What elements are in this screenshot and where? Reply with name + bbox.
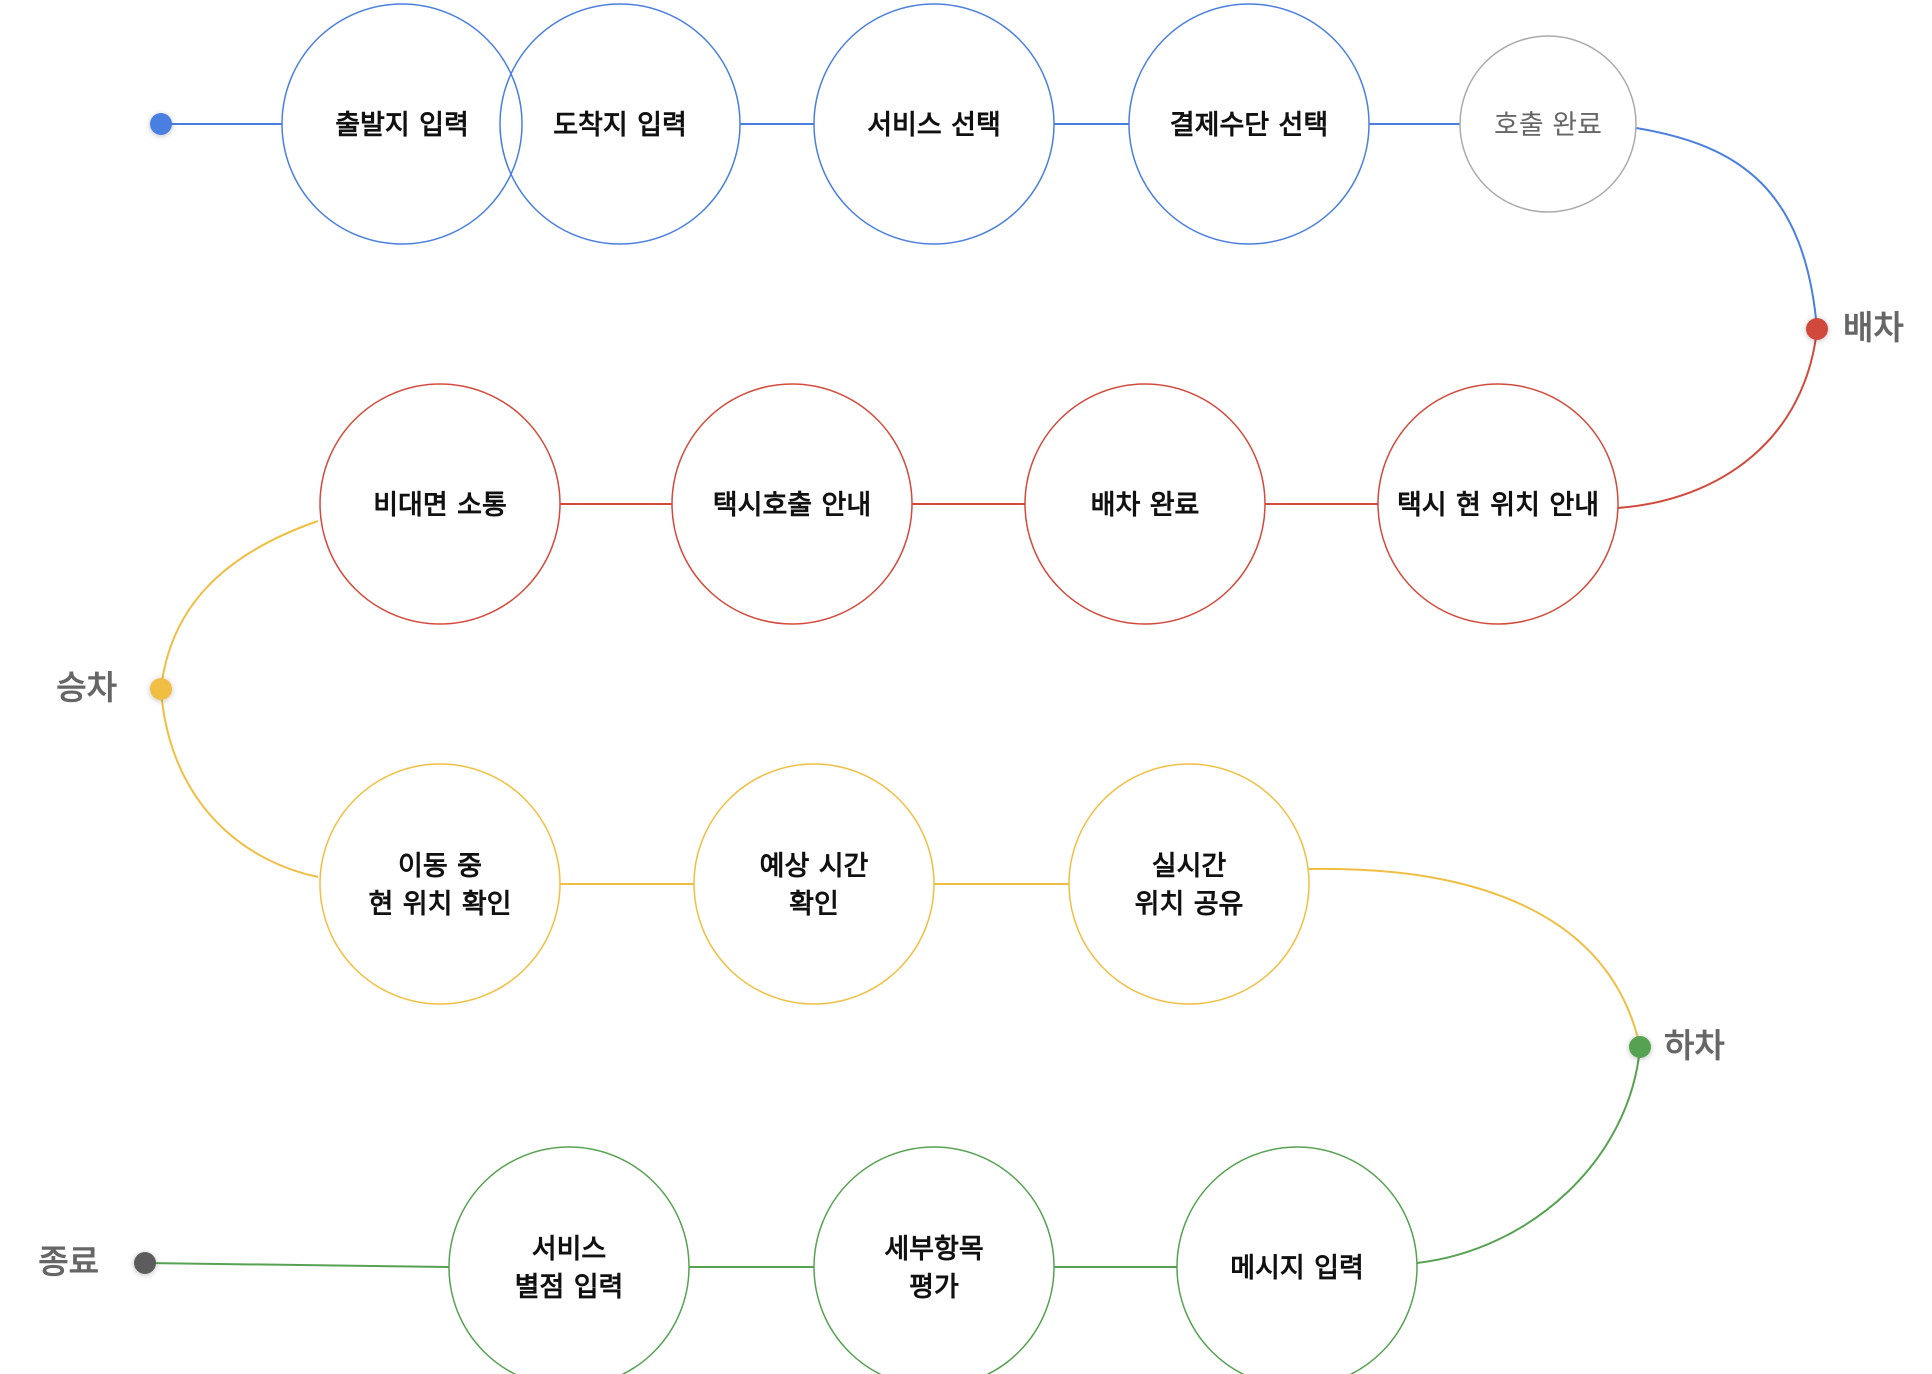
boarding-dot — [150, 678, 172, 700]
step-circle — [1377, 383, 1619, 625]
dispatch-dot — [1806, 318, 1828, 340]
step-circles — [281, 3, 1637, 1374]
step-circle — [671, 383, 913, 625]
step-label: 택시호출 안내 — [713, 490, 871, 521]
stage-label-dispatch: 배차 — [1843, 308, 1904, 347]
step-label-line: 이동 중 — [398, 851, 482, 882]
connector-curve-alighting — [1308, 867, 1641, 1048]
step-label: 택시 현 위치 안내 — [1397, 490, 1599, 521]
connectors — [144, 123, 1818, 1268]
step-label-line: 배차 완료 — [1091, 490, 1200, 521]
step-circle — [1068, 763, 1310, 1005]
connector-curve-dispatch-return — [1617, 328, 1818, 509]
step-label: 배차 완료 — [1091, 490, 1200, 521]
stage-dots — [134, 113, 1828, 1274]
step-circle — [281, 3, 523, 245]
end-dot — [134, 1252, 156, 1274]
step-label-line: 실시간 — [1152, 851, 1227, 882]
step-circle — [813, 1146, 1055, 1374]
step-circle — [448, 1146, 690, 1374]
step-label: 결제수단 선택 — [1170, 110, 1328, 141]
step-circle — [499, 3, 741, 245]
step-circle — [1024, 383, 1266, 625]
step-circle — [693, 763, 935, 1005]
step-label-line: 서비스 선택 — [867, 110, 1001, 141]
step-label-line: 현 위치 확인 — [369, 889, 512, 920]
step-label: 출발지 입력 — [335, 110, 469, 141]
stage-label-alighting: 하차 — [1664, 1026, 1725, 1065]
step-label-line: 택시 현 위치 안내 — [1397, 490, 1599, 521]
step-label: 비대면 소통 — [373, 490, 507, 521]
alighting-dot — [1629, 1036, 1651, 1058]
step-label-line: 호출 완료 — [1494, 110, 1602, 141]
step-circle — [319, 383, 561, 625]
step-label: 도착지 입력 — [553, 110, 687, 141]
step-label-line: 별점 입력 — [515, 1272, 624, 1303]
step-label-line: 확인 — [789, 889, 839, 920]
step-circle — [1176, 1146, 1418, 1374]
step-label-line: 위치 공유 — [1135, 889, 1244, 920]
step-label: 메시지 입력 — [1230, 1253, 1364, 1284]
stage-label-boarding: 승차 — [56, 668, 117, 707]
connector-curve-alighting-return — [1416, 1046, 1641, 1264]
step-circle — [1459, 35, 1637, 213]
connector-curve-boarding — [160, 520, 319, 690]
connector-curve-boarding-return — [160, 688, 319, 878]
step-label-line: 택시호출 안내 — [713, 490, 871, 521]
step-label-line: 비대면 소통 — [373, 490, 507, 521]
step-label-line: 평가 — [909, 1272, 959, 1303]
step-label-line: 세부항목 — [884, 1234, 983, 1265]
step-label: 호출 완료 — [1494, 110, 1602, 141]
step-label-line: 결제수단 선택 — [1170, 110, 1328, 141]
step-label-line: 예상 시간 — [760, 851, 869, 882]
step-label-line: 메시지 입력 — [1230, 1253, 1364, 1284]
connector-end — [144, 1262, 450, 1268]
step-label-line: 서비스 — [532, 1234, 607, 1265]
step-circle — [1128, 3, 1370, 245]
step-label-line: 출발지 입력 — [335, 110, 469, 141]
step-circle — [319, 763, 561, 1005]
stage-label-end: 종료 — [38, 1242, 99, 1281]
step-label: 서비스 선택 — [867, 110, 1001, 141]
connector-curve-dispatch — [1635, 127, 1818, 330]
step-label-line: 도착지 입력 — [553, 110, 687, 141]
step-circle — [813, 3, 1055, 245]
start-dot — [150, 113, 172, 135]
